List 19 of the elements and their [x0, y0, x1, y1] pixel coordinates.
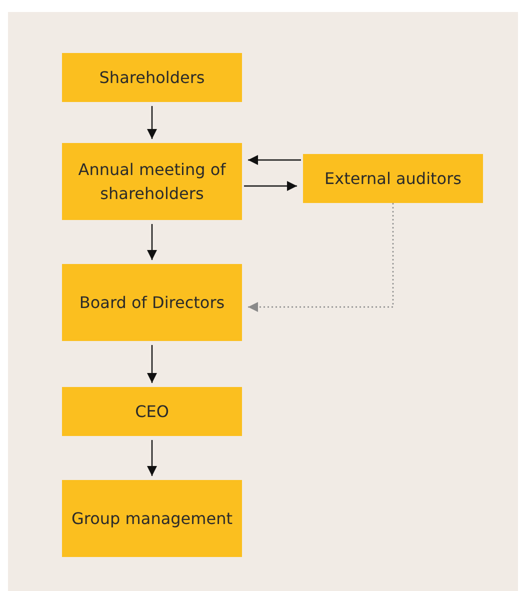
- box-label: Annual meeting of shareholders: [77, 158, 227, 204]
- arrow: [147, 224, 157, 260]
- arrow: [147, 440, 157, 476]
- arrow: [248, 203, 394, 312]
- org-box: [62, 143, 242, 220]
- org-box: [62, 387, 242, 436]
- org-box: [62, 480, 242, 557]
- org-box: [62, 264, 242, 341]
- arrow: [244, 181, 297, 191]
- arrow: [147, 345, 157, 383]
- org-box: [62, 53, 242, 102]
- box-label: External auditors: [324, 168, 462, 190]
- box-label: Board of Directors: [79, 292, 225, 314]
- arrow: [248, 155, 301, 165]
- arrow: [147, 106, 157, 139]
- org-box: [303, 154, 483, 203]
- box-label: Shareholders: [99, 66, 205, 88]
- box-label: Group management: [72, 508, 232, 530]
- box-label: CEO: [135, 400, 169, 422]
